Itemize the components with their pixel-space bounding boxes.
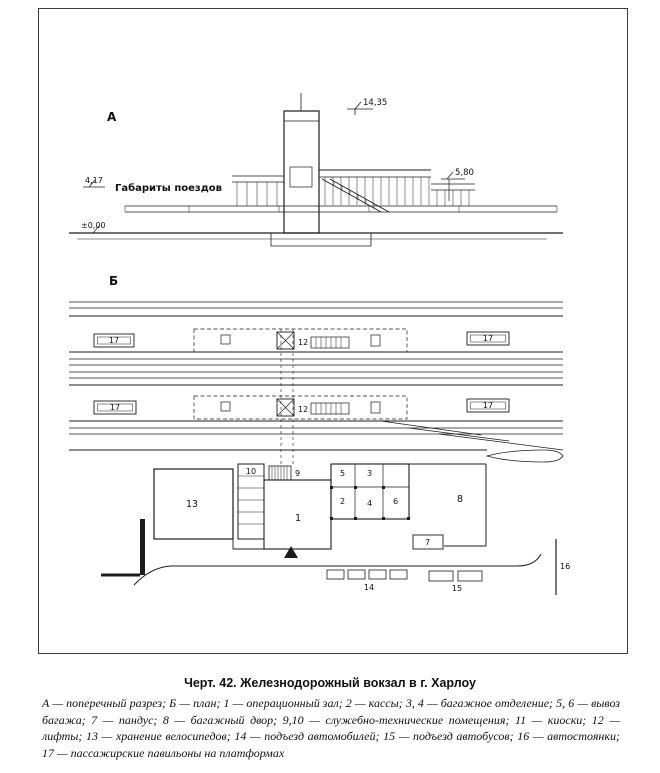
pavilion-17-bottom-left: 17: [110, 403, 120, 412]
station-drawing: А 14,35: [69, 93, 570, 595]
figure-frame: А 14,35: [38, 8, 628, 654]
room-9-service: 9: [295, 469, 300, 478]
cross-section: А 14,35: [69, 93, 563, 247]
label-14-cars: 14: [364, 583, 374, 592]
label-15-buses: 15: [452, 584, 462, 593]
plan-view: Б 17 17: [69, 274, 570, 595]
lift-12-top: 12: [298, 338, 308, 347]
pavilion-17-top-right: 17: [483, 334, 493, 343]
figure-legend: А — поперечный разрез; Б — план; 1 — опе…: [42, 696, 620, 760]
room-3-baggage: 3: [367, 469, 372, 478]
figure-caption: Черт. 42. Железнодорожный вокзал в г. Ха…: [184, 676, 476, 690]
room-5-export: 5: [340, 469, 345, 478]
room-7-ramp: 7: [425, 538, 430, 547]
room-13-bikes: 13: [186, 499, 198, 510]
room-10-service: 10: [246, 467, 256, 476]
label-16-parking: 16: [560, 562, 570, 571]
lift-12-bottom: 12: [298, 405, 308, 414]
room-1-hall: 1: [295, 513, 301, 524]
pavilion-17-top-left: 17: [109, 336, 119, 345]
room-2-cash: 2: [340, 497, 345, 506]
entrance-arrow-icon: [284, 546, 298, 558]
elevation-top-value: 14,35: [363, 98, 387, 108]
room-4-baggage: 4: [367, 499, 372, 508]
elevation-right-value: 5,80: [455, 168, 474, 178]
plan-label: Б: [109, 274, 118, 288]
elevation-left-value: 4,17: [85, 176, 103, 185]
elevation-zero-value: ±0,00: [81, 221, 106, 230]
pavilion-17-bottom-right: 17: [483, 401, 493, 410]
section-a-label: А: [107, 110, 117, 124]
clearance-label: Габариты поездов: [115, 182, 222, 194]
room-6-export: 6: [393, 497, 398, 506]
room-8-yard: 8: [457, 494, 463, 505]
